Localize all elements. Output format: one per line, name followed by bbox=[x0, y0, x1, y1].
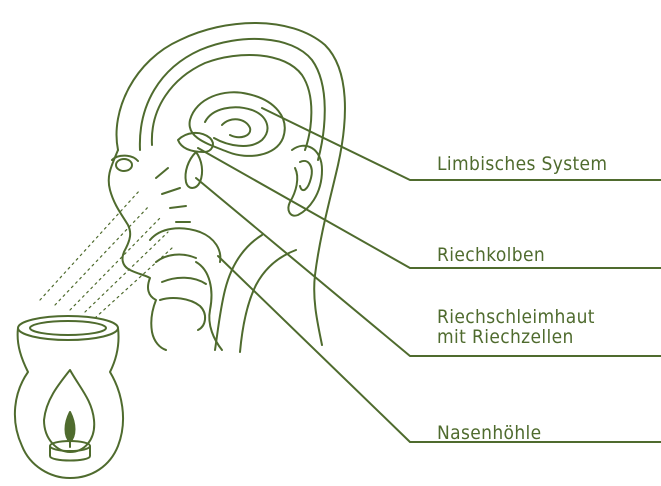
label-olfactory-mucosa: Riechschleimhaut mit Riechzellen bbox=[437, 307, 595, 347]
label-olfactory-mucosa-line1: Riechschleimhaut bbox=[437, 307, 595, 327]
label-nasal-cavity: Nasenhöhle bbox=[437, 423, 542, 443]
label-limbic-system: Limbisches System bbox=[437, 154, 607, 174]
label-olfactory-bulb: Riechkolben bbox=[437, 245, 545, 265]
label-olfactory-mucosa-line2: mit Riechzellen bbox=[437, 327, 595, 347]
